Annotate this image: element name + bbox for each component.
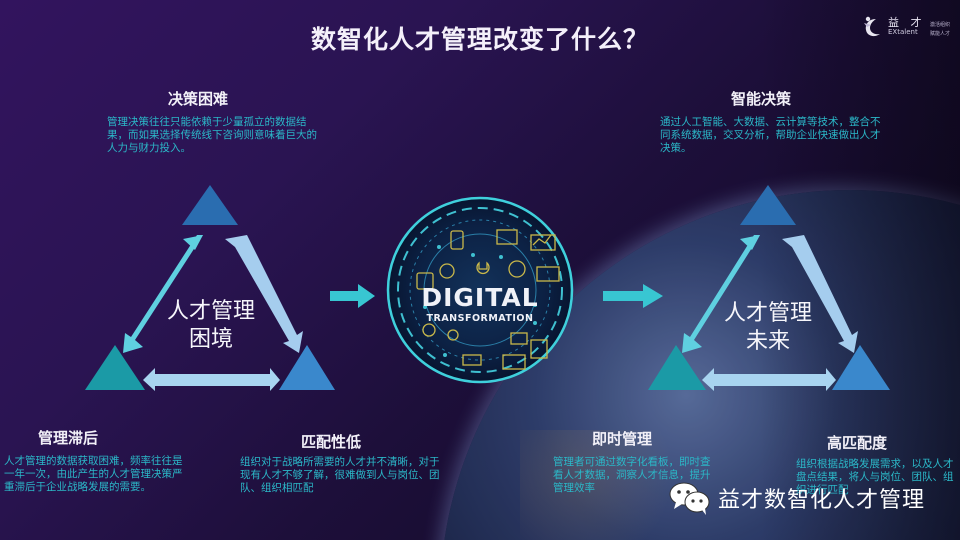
wechat-icon — [669, 482, 710, 515]
left-triangle-label-line1: 人才管理 — [166, 299, 255, 324]
wechat-watermark: 益才数智化人才管理 — [668, 478, 925, 518]
right-arrow-icon — [330, 284, 375, 308]
left-bottom-right-heading: 匹配性低 — [301, 433, 362, 451]
left-triangle-diagram: 人才管理 困境 — [85, 175, 345, 395]
bottom-right-corner-triangle — [279, 345, 335, 390]
right-triangle-diagram: 人才管理 未来 — [648, 175, 908, 395]
right-bottom-left-heading: 即时管理 — [592, 430, 653, 448]
right-top-desc: 通过人工智能、大数据、云计算等技术，整合不同系统数据，交叉分析，帮助企业快速做出… — [660, 116, 881, 154]
digital-transformation-emblem: DIGITAL TRANSFORMATION — [385, 195, 575, 385]
right-triangle-label: 人才管理 未来 — [708, 300, 828, 356]
brand-logo: 益 才 EXtalent 激活组织 赋能人才 — [860, 13, 955, 43]
logo-name: 益 才 — [888, 16, 926, 29]
left-bottom-left-desc: 人才管理的数据获取困难，频率往往是一年一次，由此产生的人才管理决策严重滞后于企业… — [4, 455, 183, 493]
triangle-cycle-graphic — [648, 185, 890, 391]
digital-circle-graphic — [386, 196, 574, 384]
right-arrow-icon — [603, 284, 663, 308]
left-bottom-left-heading: 管理滞后 — [38, 429, 99, 447]
left-top-desc: 管理决策往往只能依赖于少量孤立的数据结果，而如果选择传统线下咨询则意味着巨大的人… — [107, 116, 317, 154]
page-title: 数智化人才管理改变了什么？ — [310, 25, 649, 54]
digital-title: DIGITAL — [421, 283, 539, 312]
left-top-heading: 决策困难 — [168, 90, 229, 108]
logo-english: EXtalent — [888, 28, 918, 36]
background-shade — [760, 0, 960, 540]
bottom-left-corner-triangle — [85, 345, 145, 390]
watermark-text: 益才数智化人才管理 — [718, 488, 926, 513]
logo-slogan: 激活组织 赋能人才 — [930, 22, 951, 37]
left-triangle-label-line2: 困境 — [188, 327, 233, 352]
transformation-subtitle: TRANSFORMATION — [426, 313, 534, 324]
right-triangle-label-line1: 人才管理 — [723, 301, 812, 326]
bottom-right-corner-triangle — [832, 345, 890, 390]
right-bottom-left-desc: 管理者可通过数字化看板，即时查看人才数据，洞察人才信息，提升管理效率 — [553, 456, 711, 494]
triangle-cycle-graphic — [85, 185, 335, 391]
top-corner-triangle — [182, 185, 238, 225]
right-triangle-label-line2: 未来 — [745, 329, 790, 354]
right-bottom-right-desc: 组织根据战略发展需求，以及人才盘点结果，将人与岗位、团队、组织进行匹配 — [796, 458, 954, 496]
right-top-heading: 智能决策 — [731, 90, 792, 108]
bottom-left-corner-triangle — [648, 345, 706, 390]
top-corner-triangle — [740, 185, 796, 225]
left-triangle-label: 人才管理 困境 — [151, 298, 271, 354]
logo-mark-icon — [864, 16, 880, 37]
right-bottom-right-heading: 高匹配度 — [827, 434, 888, 452]
left-bottom-right-desc: 组织对于战略所需要的人才并不清晰，对于现有人才不够了解，很难做到人与岗位、团队、… — [240, 456, 440, 494]
